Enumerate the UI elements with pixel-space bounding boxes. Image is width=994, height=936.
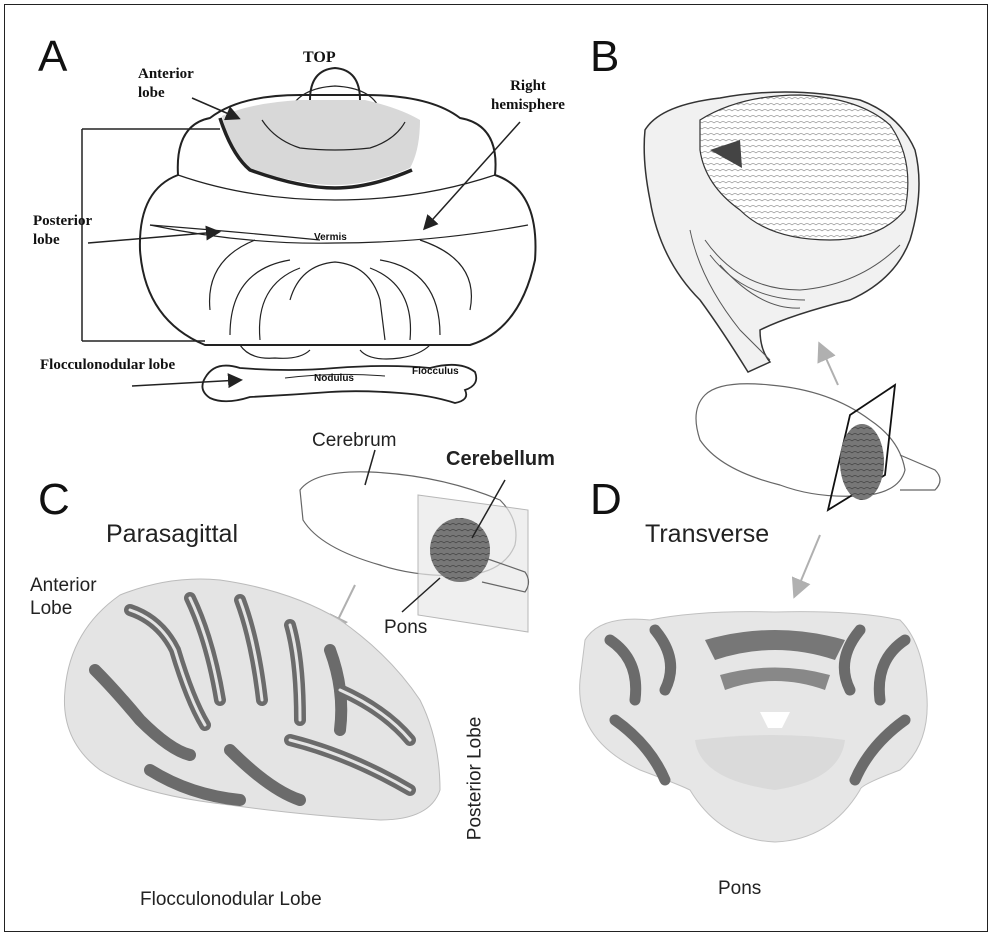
label-flocculus: Flocculus: [412, 366, 459, 377]
label-anterior-lobe: Anterior lobe: [138, 65, 208, 103]
label-nodulus: Nodulus: [314, 373, 354, 384]
panel-d-section: [580, 612, 928, 842]
label-right-hemisphere: Right hemisphere: [478, 77, 578, 115]
label-c-posterior-lobe: Posterior Lobe: [465, 708, 488, 848]
center-brain-drawing: [300, 450, 529, 632]
label-posterior-lobe: Posterior lobe: [33, 212, 95, 250]
label-top: TOP: [303, 48, 336, 68]
label-cerebellum: Cerebellum: [446, 447, 555, 471]
panel-label-a: A: [38, 35, 67, 79]
title-parasagittal: Parasagittal: [106, 519, 238, 549]
label-c-anterior-lobe: Anterior Lobe: [30, 575, 140, 621]
panel-label-d: D: [590, 478, 622, 522]
label-flocculonodular-lobe: Flocculonodular lobe: [40, 356, 200, 375]
panel-label-c: C: [38, 478, 70, 522]
label-d-pons: Pons: [718, 878, 761, 901]
label-c-posterior-lobe-text: Posterior Lobe: [465, 717, 486, 841]
label-c-flocculonodular-lobe: Flocculonodular Lobe: [140, 889, 322, 912]
label-vermis: Vermis: [314, 232, 347, 243]
panel-label-b: B: [590, 35, 619, 79]
label-cerebrum: Cerebrum: [312, 430, 396, 453]
label-pons-center: Pons: [384, 617, 427, 640]
title-transverse: Transverse: [645, 519, 769, 549]
panel-a-drawing: [82, 68, 536, 403]
